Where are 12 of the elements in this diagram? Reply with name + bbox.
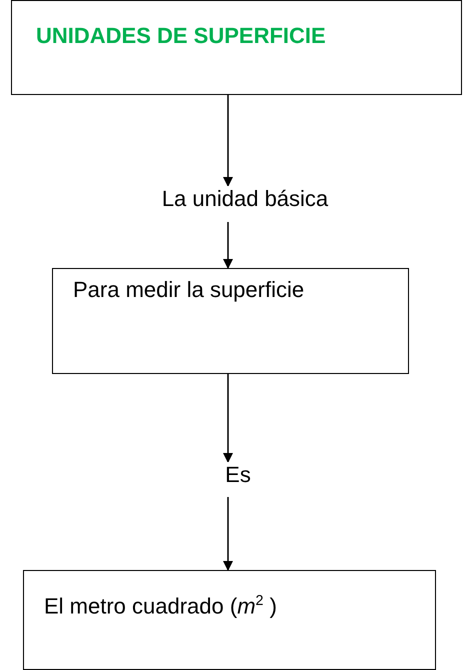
box-text: El metro cuadrado (m$^{2}$ ) bbox=[44, 593, 277, 620]
flow-label: Es bbox=[225, 462, 251, 488]
box-text: Para medir la superficie bbox=[73, 277, 304, 304]
arrow bbox=[223, 497, 233, 571]
process-box bbox=[23, 570, 436, 670]
flow-label: La unidad básica bbox=[162, 186, 328, 212]
process-box bbox=[11, 0, 462, 95]
arrow bbox=[223, 95, 233, 187]
arrow bbox=[223, 222, 233, 269]
arrow bbox=[223, 374, 233, 463]
process-box bbox=[52, 268, 409, 374]
box-title: UNIDADES DE SUPERFICIE bbox=[36, 23, 326, 50]
